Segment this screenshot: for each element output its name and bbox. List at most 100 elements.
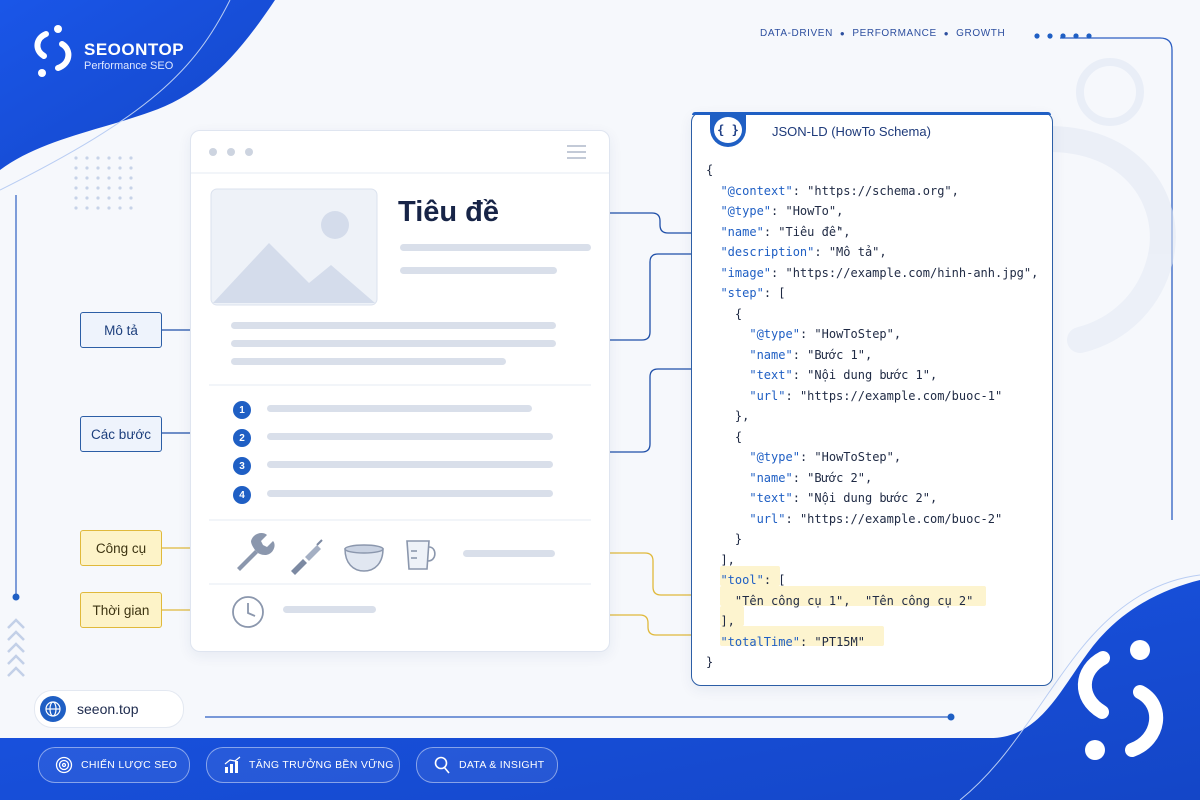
json-code-line: "@type": "HowToStep", [749,327,902,341]
grid-dot [74,186,78,190]
header-tag: PERFORMANCE [852,28,937,39]
right-frame-line [1060,37,1173,520]
grid-dot [129,206,133,210]
grid-dot [74,166,78,170]
grid-dot [85,176,89,180]
grid-dot [85,206,89,210]
bottom-arc-line [959,574,1200,800]
json-code-line: "@context": "https://schema.org", [720,183,959,198]
grid-dot [96,176,100,180]
grid-dot [74,176,78,180]
step-number-badge: 1 [233,401,251,419]
chevron-stack-icon [7,618,25,677]
json-code-line: "totalTime": "PT15M" [720,634,865,649]
json-code-line: "@type": "HowTo", [720,204,844,218]
grid-dot [129,196,133,200]
clock-icon [232,596,264,628]
bottom-blue-band [0,580,1200,800]
grid-dot [85,186,89,190]
description-label: Mô tả [80,312,162,348]
json-code-line: "@type": "HowToStep", [749,450,902,464]
grid-dot [74,206,78,210]
json-code-line: "step": [ [720,286,786,300]
grid-dot [96,206,100,210]
page-title: Tiêu đề [398,196,499,228]
json-code-line: } [706,655,714,669]
grid-dot [118,186,122,190]
site-url: seeon.top [77,701,139,717]
window-dot [245,148,253,156]
large-brand-logo-icon [1077,651,1164,757]
grid-dot [96,196,100,200]
grid-dot [96,186,100,190]
image-placeholder-icon [210,188,378,306]
header-tag: DATA-DRIVEN [760,28,833,39]
footer-item-label: TĂNG TRƯỞNG BỀN VỮNG [249,759,394,771]
globe-icon [40,696,66,722]
left-line-dot [12,593,20,601]
grid-dot [107,156,111,160]
grid-dot [129,166,133,170]
header-dots [1034,33,1092,39]
braces-icon-inner: { } [714,117,742,143]
grid-dot [107,166,111,170]
grid-dot [129,156,133,160]
top-left-arc-line [0,0,231,191]
tool-highlight [720,586,986,606]
step-number-badge: 3 [233,457,251,475]
json-code-line: ], [706,614,735,628]
site-url-pill[interactable]: seeon.top [34,690,184,728]
header-tag: GROWTH [956,28,1006,39]
json-code-line: "name": "Tiêu đề", [720,224,851,239]
json-code-line: "url": "https://example.com/buoc-2" [749,511,1003,526]
growth-chart-icon [224,756,241,773]
page-mock-card: 1 2 3 4 [190,130,610,652]
grid-dot [118,166,122,170]
grid-dot [74,196,78,200]
grid-dot [118,206,122,210]
target-icon [55,756,73,774]
grid-dot [107,206,111,210]
total-time-highlight [720,626,884,646]
json-code-line: "description": "Mô tả", [720,245,887,259]
json-code-line: } [706,532,743,546]
grid-dot [118,196,122,200]
grid-dot [118,176,122,180]
window-dot [227,148,235,156]
json-code-line: }, [706,409,750,423]
braces-icon: { } [710,113,746,147]
step-number-badge: 2 [233,429,251,447]
json-panel-title: JSON-LD (HowTo Schema) [772,124,931,139]
watermark-logo [1017,58,1176,353]
grid-dot [96,156,100,160]
json-code-line: { [706,306,743,321]
json-panel-header-bar [692,112,1051,115]
tool-highlight [720,606,744,626]
grid-dot [74,156,78,160]
grid-dot [107,176,111,180]
bowl-icon [344,544,384,572]
json-code-line: "Tên công cụ 1", "Tên công cụ 2" [734,593,974,608]
brand-logo-icon [34,31,72,71]
brand-tagline: Performance SEO [84,60,174,72]
tools-label: Công cụ [80,530,162,566]
json-ld-code: { "@context": "https://schema.org", "@ty… [706,160,1038,673]
tool-highlight [720,566,780,586]
footer-item-label: DATA & INSIGHT [459,759,545,771]
time-label: Thời gian [80,592,162,628]
json-code-line: "text": "Nội dung bước 2", [749,491,938,505]
dot-grid [74,156,133,210]
footer-item-label: CHIẾN LƯỢC SEO [81,759,178,771]
grid-dot [96,166,100,170]
json-code-line: "image": "https://example.com/hinh-anh.j… [720,265,1039,280]
header-tagline: DATA-DRIVEN●PERFORMANCE●GROWTH [760,28,1006,39]
json-code-line: { [706,429,743,444]
grid-dot [85,166,89,170]
json-code-line: "name": "Bước 1", [749,347,873,362]
wrench-icon [237,533,275,571]
steps-label: Các bước [80,416,162,452]
grid-dot [85,196,89,200]
grid-dot [107,186,111,190]
step-number-badge: 4 [233,486,251,504]
